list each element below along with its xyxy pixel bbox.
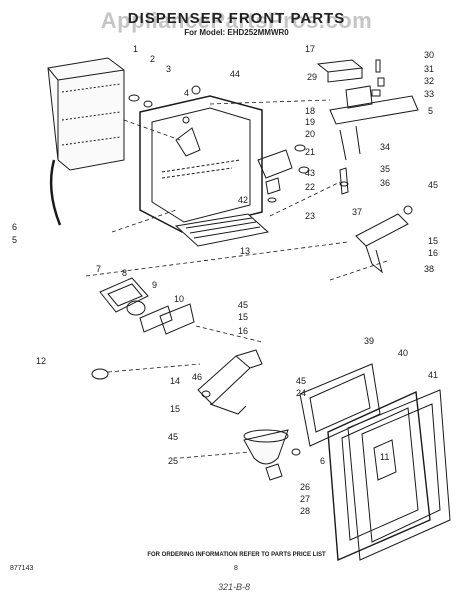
watermark: AppliancePartsPros.com [100,8,373,33]
callout-27: 27 [300,494,310,504]
part-7-10-chute-door [99,277,195,335]
callout-2: 2 [150,54,155,64]
callout-33: 33 [424,89,434,99]
callout-19: 19 [305,117,315,127]
part-3-pin [143,100,153,108]
callout-22: 22 [305,182,315,192]
document-number: 877143 [10,565,34,572]
page-title: DISPENSER FRONT PARTS [127,10,346,27]
part-4-dispenser-frame [139,85,263,233]
part-25-funnel [243,429,289,465]
callout-24: 24 [296,388,306,398]
callout-32: 32 [424,76,434,86]
callout-29: 29 [307,72,317,82]
part-17-upper-trim [316,59,364,83]
callout-16: 16 [428,248,438,258]
part-41-outer-frame [347,389,451,561]
callout-34: 34 [380,142,390,152]
callout-31: 31 [424,64,434,74]
callout-45: 45 [238,300,248,310]
callout-36: 36 [380,178,390,188]
callout-23: 23 [305,211,315,221]
callout-25: 25 [168,456,178,466]
callout-38: 38 [424,264,434,274]
part-24-dispenser-paddle [197,349,263,415]
callout-28: 28 [300,506,310,516]
callout-labels: 1 2 3 4 44 17 29 30 31 32 33 18 19 5 20 … [12,44,438,516]
part-29-33-actuator-assembly [329,59,419,161]
callout-30: 30 [424,50,434,60]
callout-18: 18 [305,106,315,116]
callout-15: 15 [170,404,180,414]
callout-5: 5 [12,235,17,245]
callout-14: 14 [170,376,180,386]
callout-41: 41 [428,370,438,380]
callout-7: 7 [96,264,101,274]
callout-5: 5 [428,106,433,116]
callout-26: 26 [300,482,310,492]
part-40-door-frame [327,390,431,562]
callout-6: 6 [320,456,325,466]
callout-3: 3 [166,64,171,74]
part-26-28-fasteners [265,448,301,481]
part-12-hose-clamp [91,368,109,380]
handwritten-note: 321-B-8 [218,582,251,592]
callout-35: 35 [380,164,390,174]
part-2-clip [128,94,140,102]
callout-20: 20 [305,129,315,139]
callout-15: 15 [428,236,438,246]
model-number: For Model: EHD252MMWR0 [184,28,289,37]
ordering-note: FOR ORDERING INFORMATION REFER TO PARTS … [147,552,326,558]
callout-10: 10 [174,294,184,304]
callout-12: 12 [36,356,46,366]
callout-16: 16 [238,326,248,336]
callout-4: 4 [184,88,189,98]
callout-42: 42 [238,195,248,205]
callout-45: 45 [428,180,438,190]
callout-11: 11 [380,452,389,462]
callout-15: 15 [238,312,248,322]
callout-37: 37 [352,207,362,217]
callout-46: 46 [192,372,202,382]
callout-13: 13 [240,246,250,256]
callout-9: 9 [152,280,157,290]
part-20-23-linkage [257,144,310,203]
callout-21: 21 [305,147,315,157]
callout-45: 45 [168,432,178,442]
page-number: 8 [234,565,238,572]
part-34-37-actuator-arm [339,167,349,195]
callout-6: 6 [12,222,17,232]
callout-43: 43 [305,168,315,178]
callout-1: 1 [133,44,138,54]
part-13-drip-grille [174,213,270,247]
callout-40: 40 [398,348,408,358]
assembly-lines [85,99,391,459]
callout-17: 17 [305,44,315,54]
part-39-inner-trim [299,363,381,447]
callout-44: 44 [230,69,240,79]
part-1-ice-chute-housing [47,57,125,226]
part-38-ice-door-lever [355,205,413,274]
callout-45: 45 [296,376,306,386]
callout-8: 8 [122,268,127,278]
callout-39: 39 [364,336,374,346]
